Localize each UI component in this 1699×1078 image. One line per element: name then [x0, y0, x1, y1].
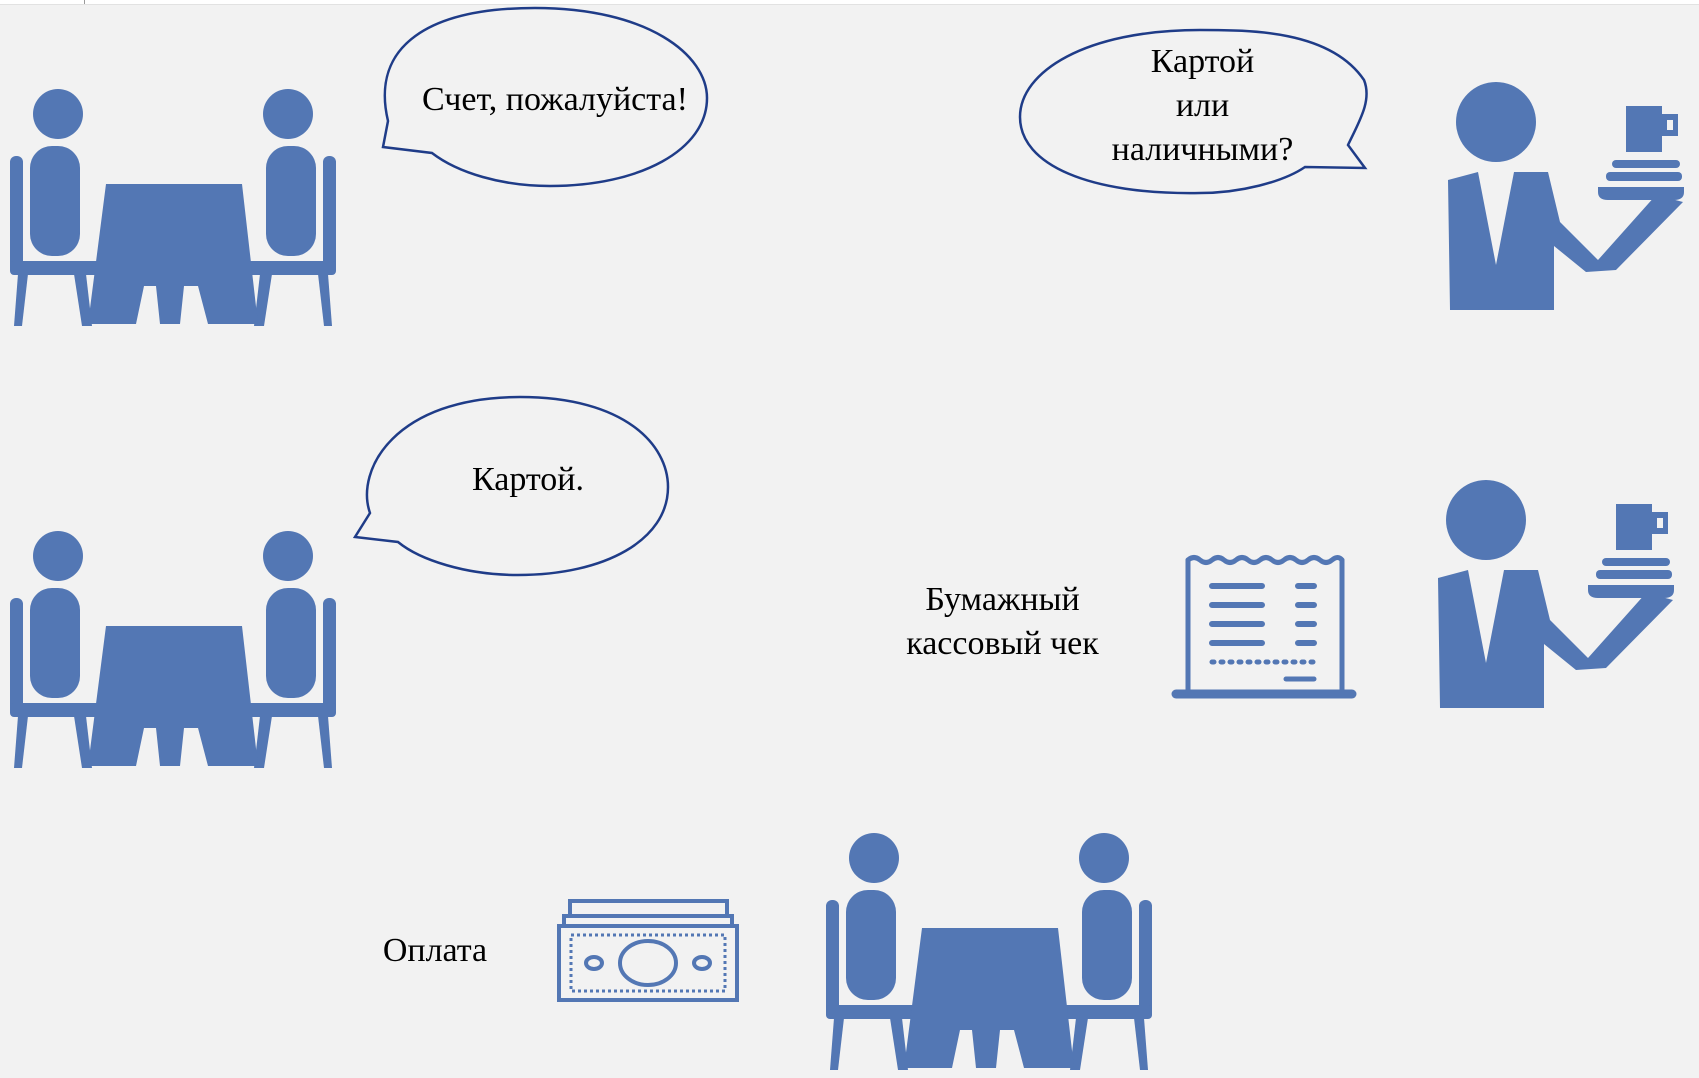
bubble-line: наличными? — [1111, 131, 1294, 168]
receipt-label-line: Бумажный — [925, 581, 1080, 618]
waiter-icon — [1438, 480, 1674, 708]
speech-bubble — [1018, 28, 1368, 195]
bubble-line: Картой — [1150, 43, 1255, 80]
speech-bubble — [352, 395, 670, 577]
bubble-text-request-bill: Счет, пожалуйста! — [422, 81, 688, 118]
bubble-text-answer-card: Картой. — [472, 461, 584, 498]
receipt-icon — [1171, 555, 1357, 699]
waiter-icon — [1448, 82, 1684, 310]
diners-at-table-icon — [826, 833, 1152, 1070]
top-strip — [0, 0, 1699, 5]
receipt-label: Бумажный кассовый чек — [880, 578, 1125, 666]
diners-at-table-icon — [10, 531, 336, 768]
receipt-label-line: кассовый чек — [906, 625, 1099, 662]
payment-label: Оплата — [382, 932, 488, 969]
ruler-tick — [84, 0, 85, 4]
diners-at-table-icon — [10, 89, 336, 326]
bubble-text-card-or-cash: Картой или наличными? — [1080, 40, 1325, 172]
bubble-line: или — [1175, 87, 1230, 124]
banknote-icon — [557, 899, 739, 1002]
speech-bubble — [381, 6, 709, 188]
